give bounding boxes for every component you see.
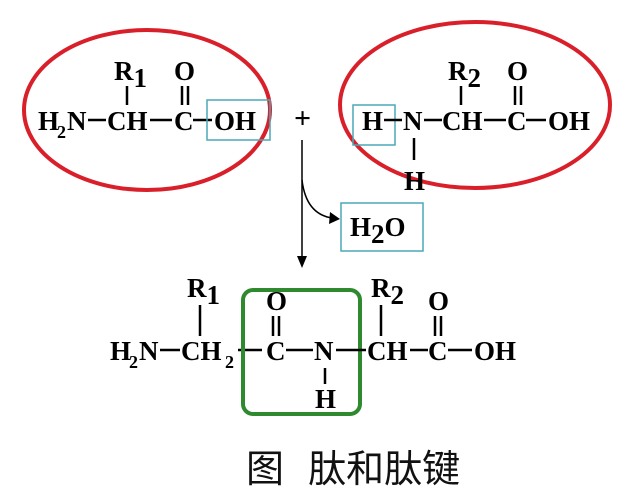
peptide-bond-carbon: C [266, 336, 286, 366]
aa1-amine-n: N [67, 106, 87, 136]
reaction-arrow [297, 140, 340, 268]
peptide-bond-nitrogen: N [314, 336, 334, 366]
water-formula: H2O [350, 212, 406, 249]
aa1-oh-highlight-box [206, 99, 271, 141]
peptide-bond-hydrogen: H [315, 384, 336, 414]
aa2-carbonyl-carbon: C [507, 106, 527, 136]
aa2-carbonyl-oxygen: O [507, 56, 528, 86]
dipeptide-hydroxyl: OH [474, 336, 516, 366]
aa1-amine-subscript: 2 [57, 122, 66, 142]
aa1-carbonyl-oxygen: O [174, 56, 195, 86]
aa2-ch: CH [442, 106, 483, 136]
dipeptide: R1 H 2 N CH 2 O C N H R2 CH O C OH [110, 273, 516, 416]
dipeptide-amine-h: H [110, 336, 131, 366]
aa2-h: H [362, 106, 383, 136]
aa1-ch: CH [107, 106, 148, 136]
dipeptide-amine-subscript: 2 [129, 352, 138, 372]
aa2-r-group: R2 [448, 56, 481, 93]
aa1-amine-h: H [38, 106, 59, 136]
reaction-arrow-head [297, 256, 307, 268]
aa1-r-group: R1 [114, 56, 147, 93]
dipeptide-ch: CH [367, 336, 408, 366]
aa2-n: N [403, 106, 423, 136]
peptide-bond-oxygen: O [266, 286, 287, 316]
plus-sign: + [294, 102, 311, 135]
dipeptide-ch2-subscript: 2 [225, 352, 234, 372]
figure-caption: 图 肽和肽键 [246, 447, 460, 491]
dipeptide-carbonyl-carbon: C [428, 336, 448, 366]
water-box [340, 202, 424, 252]
water-release-curve [301, 179, 333, 219]
peptide-bond-box [241, 288, 362, 416]
aa2-hydroxyl: OH [548, 106, 590, 136]
dipeptide-amine-n: N [139, 336, 159, 366]
amino-acid-2: R2 O H N H CH C OH [338, 20, 612, 196]
aa2-h-highlight-box [352, 104, 396, 146]
amino-acid-2-ellipse [338, 20, 612, 190]
aa1-carbonyl-carbon: C [174, 106, 194, 136]
dipeptide-carbonyl-oxygen: O [428, 286, 449, 316]
aa2-n-h: H [404, 166, 425, 196]
dipeptide-r2: R2 [371, 273, 404, 310]
dipeptide-ch2: CH [181, 336, 222, 366]
water-release-arrow-head [329, 212, 340, 224]
aa1-hydroxyl: OH [214, 106, 256, 136]
dipeptide-r1: R1 [187, 273, 220, 310]
amino-acid-1: R1 O H 2 N CH C OH [22, 28, 272, 192]
